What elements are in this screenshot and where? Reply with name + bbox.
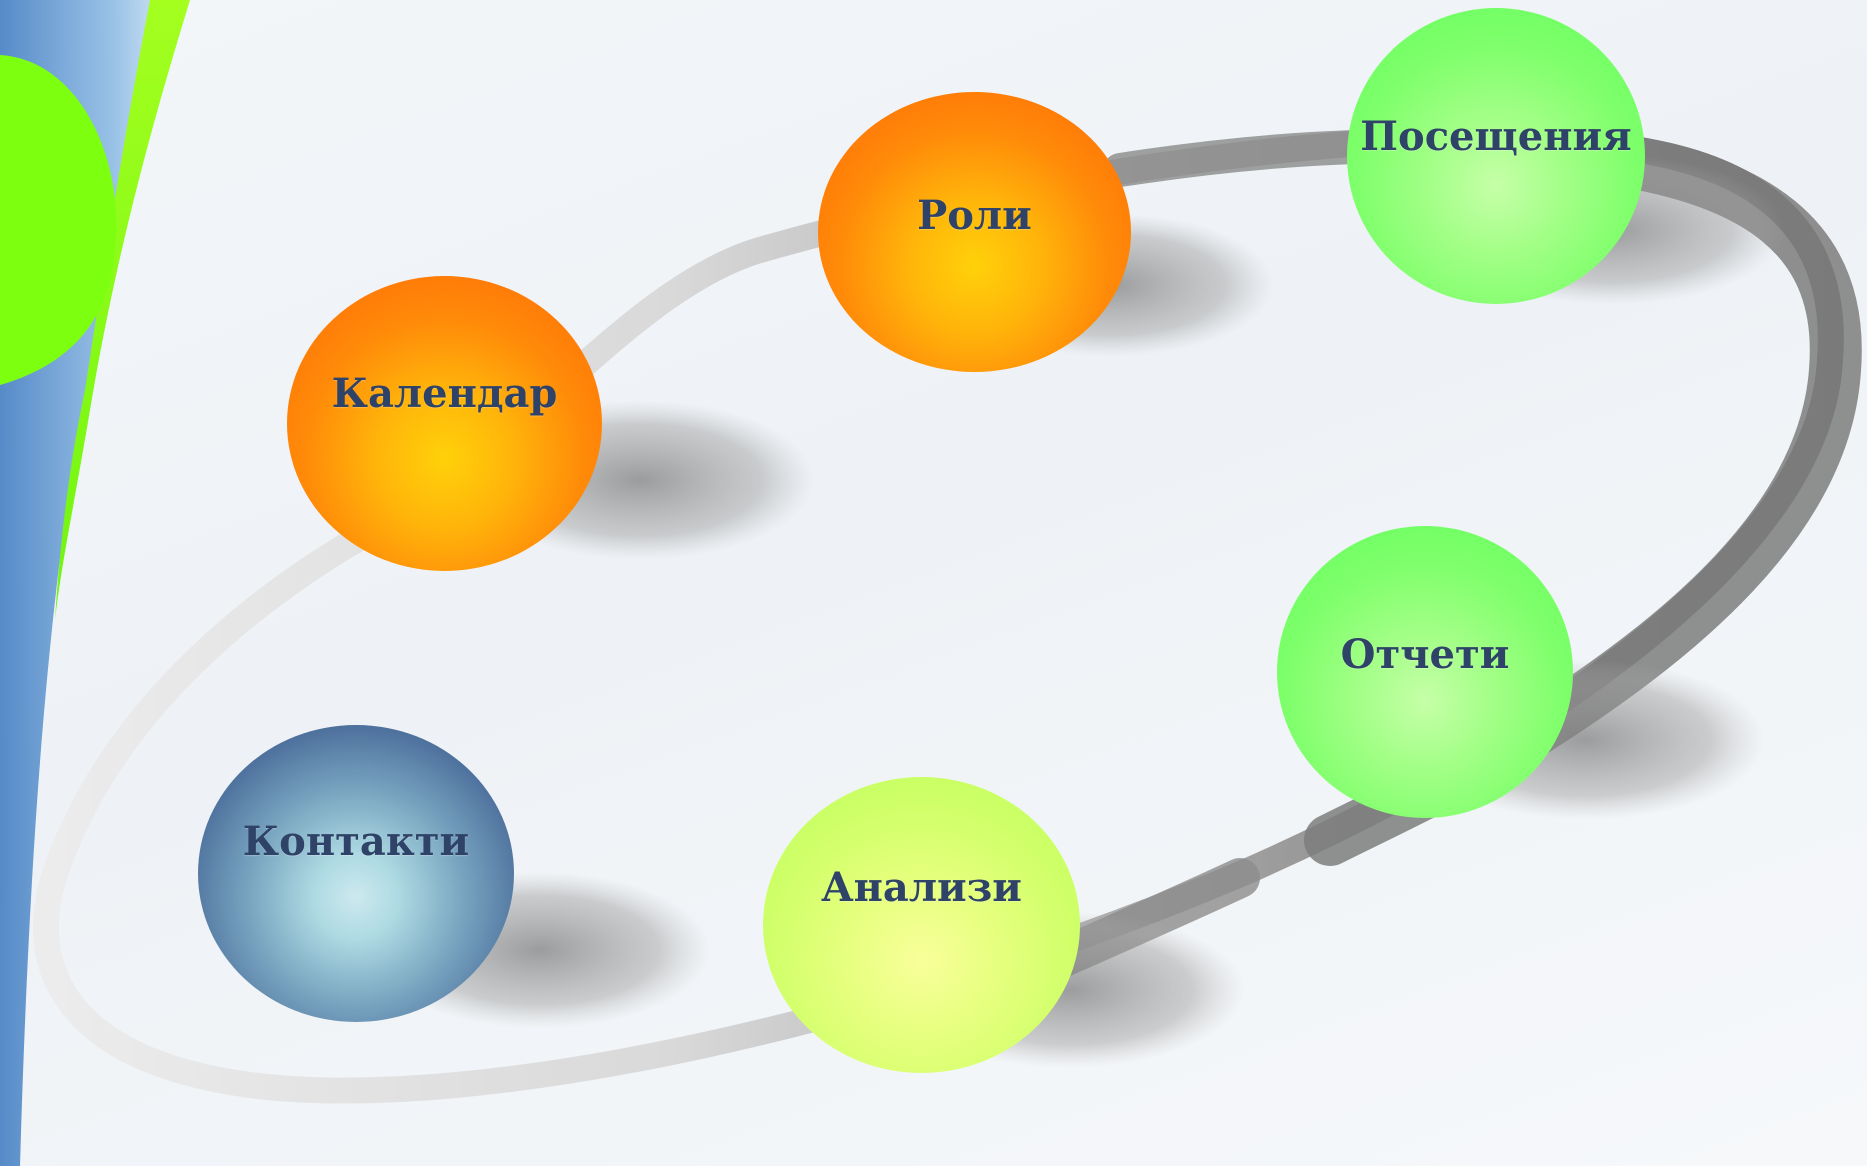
node-kalendar: Календар — [287, 276, 602, 571]
node-label-poseshteniya: Посещения — [1360, 112, 1632, 160]
node-poseshteniya: Посещения — [1347, 8, 1645, 304]
left-green-half-circle — [0, 55, 117, 385]
node-label-otcheti: Отчети — [1340, 630, 1510, 678]
node-label-analizi: Анализи — [821, 863, 1022, 911]
node-analizi: Анализи — [763, 777, 1080, 1073]
node-otcheti: Отчети — [1277, 526, 1573, 818]
node-label-kalendar: Календар — [331, 370, 558, 417]
node-kontakti: Контакти — [198, 725, 514, 1022]
node-label-roli: Роли — [917, 191, 1032, 239]
node-label-kontakti: Контакти — [242, 818, 470, 865]
node-roli: Роли — [818, 92, 1131, 372]
